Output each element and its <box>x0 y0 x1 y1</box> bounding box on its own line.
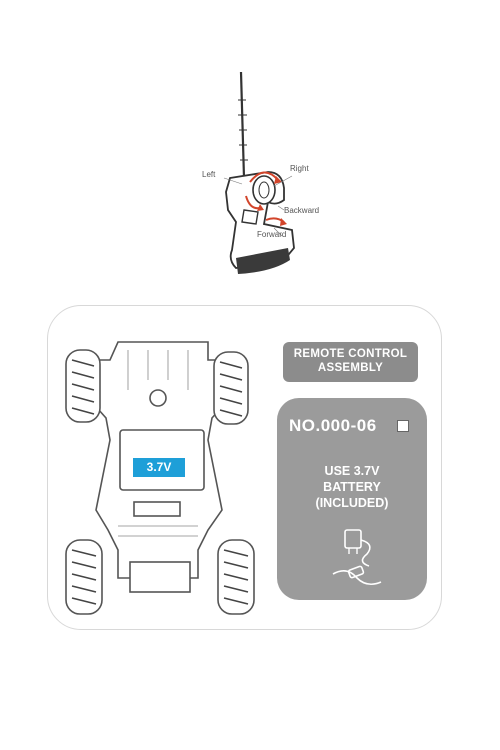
battery-note-line-1: USE 3.7V <box>324 464 380 478</box>
left-label: Left <box>202 170 216 179</box>
battery-note: USE 3.7V BATTERY (INCLUDED) <box>277 463 427 511</box>
model-number: NO.000-06 <box>289 416 377 435</box>
battery-voltage-badge: 3.7V <box>133 458 185 477</box>
model-checkbox[interactable] <box>397 420 409 432</box>
usb-charger-icon <box>332 529 382 586</box>
battery-note-line-3: (INCLUDED) <box>315 496 389 510</box>
battery-note-line-2: BATTERY <box>323 480 381 494</box>
assembly-title-line-1: REMOTE CONTROL <box>293 348 408 360</box>
battery-info-box: NO.000-06 USE 3.7V BATTERY (INCLUDED) <box>277 398 427 600</box>
rc-car-chassis-icon <box>65 341 255 615</box>
remote-controller-diagram: Left Right Backward Forward <box>180 60 340 290</box>
backward-label: Backward <box>284 206 320 215</box>
remote-transmitter-icon <box>223 71 295 274</box>
assembly-title-line-2: ASSEMBLY <box>317 362 384 374</box>
assembly-title-badge: REMOTE CONTROL ASSEMBLY <box>283 342 418 382</box>
right-label: Right <box>290 164 309 173</box>
forward-label: Forward <box>257 230 287 239</box>
